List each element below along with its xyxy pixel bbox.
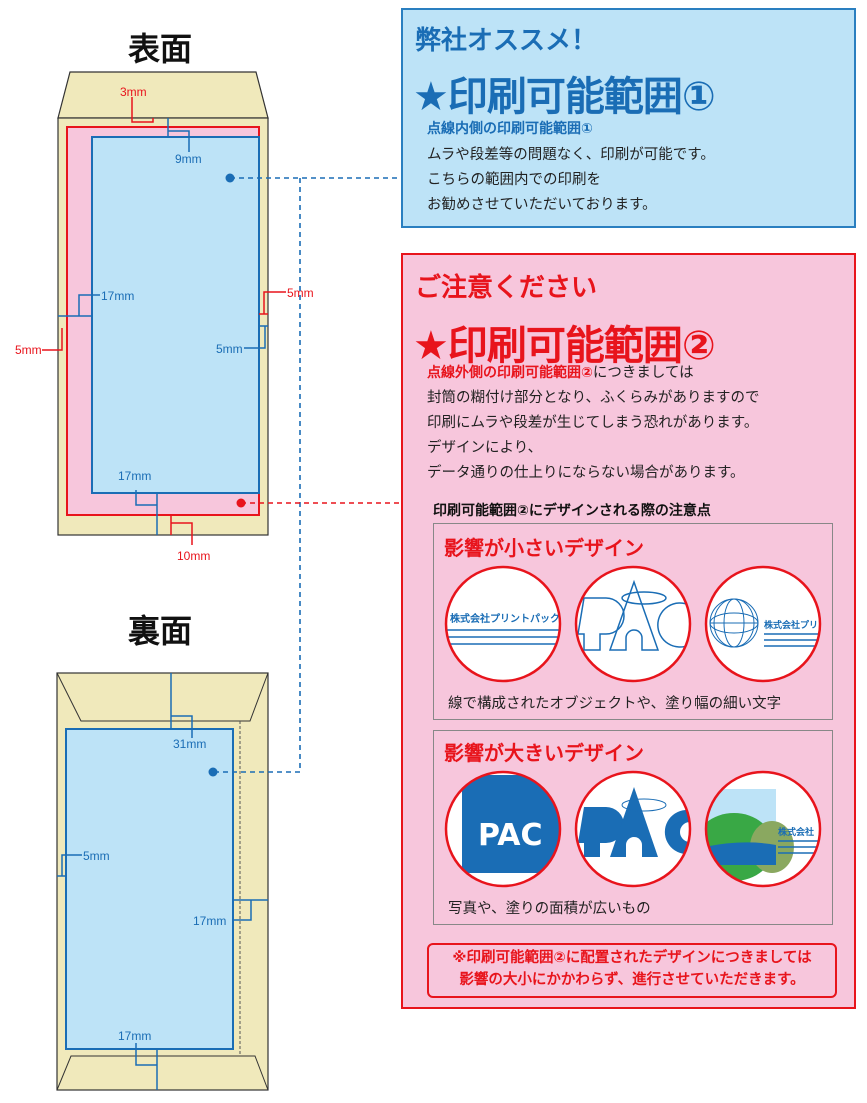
dim-back-left-blue: 5mm (83, 849, 110, 863)
caution-subtitle-red: 点線外側の印刷可能範囲② (427, 365, 593, 381)
small-impact-box: 影響が小さいデザイン 株式会社プリントパック (433, 523, 833, 720)
dim-front-left-blue: 17mm (101, 289, 134, 303)
caution-line: 封筒の糊付け部分となり、ふくらみがありますので (427, 390, 760, 406)
back-bottom-flap (56, 1055, 269, 1091)
svg-text:株式会社プリントパック: 株式会社プリントパック (450, 612, 560, 625)
front-flap (57, 71, 269, 119)
front-envelope: 3mm 9mm 17mm 5mm 5mm 5mm 17mm 10mm (15, 71, 314, 563)
sample-filled-box-logo: PAC (444, 770, 562, 888)
sample-outline-logo (574, 565, 692, 683)
dim-front-left-red: 5mm (15, 343, 42, 357)
dim-front-right-red: 5mm (287, 286, 314, 300)
recommend-panel: 弊社オススメ！ ★印刷可能範囲① 点線内側の印刷可能範囲① ムラや段差等の問題な… (401, 8, 856, 228)
front-print-area-1 (91, 136, 260, 494)
back-title: 裏面 (128, 612, 193, 650)
front-title: 表面 (128, 30, 193, 68)
sample-photo: 株式会社 (704, 770, 822, 888)
caution-title: ★印刷可能範囲② (413, 323, 716, 369)
dim-back-right-blue: 17mm (193, 914, 226, 928)
svg-text:株式会社: 株式会社 (778, 826, 814, 838)
caution-subtitle-rest: につきましては (592, 365, 694, 381)
design-heading: 印刷可能範囲②にデザインされる際の注意点 (433, 503, 711, 519)
caution-subtitle: 点線外側の印刷可能範囲②につきましては (427, 361, 694, 382)
dim-front-top-red: 3mm (120, 85, 147, 99)
recommend-line: お勧めさせていただいております。 (427, 197, 657, 213)
leader-lines (208, 173, 415, 777)
dim-front-bottom-red: 10mm (177, 549, 210, 563)
caution-line: データ通りの仕上りにならない場合があります。 (427, 465, 745, 481)
back-print-area-1 (65, 728, 234, 1050)
large-impact-box: 影響が大きいデザイン PAC (433, 730, 833, 925)
recommend-kicker: 弊社オススメ！ (415, 26, 598, 56)
back-area-1-marker (208, 767, 218, 777)
dim-front-bottom-blue: 17mm (118, 469, 151, 483)
small-impact-caption: 線で構成されたオブジェクトや、塗り幅の細い文字 (448, 696, 782, 712)
dim-back-top-blue: 31mm (173, 737, 206, 751)
dim-front-right-blue: 5mm (216, 342, 243, 356)
small-impact-title: 影響が小さいデザイン (444, 536, 644, 560)
recommend-title: ★印刷可能範囲① (413, 74, 716, 120)
dim-front-top-blue: 9mm (175, 152, 202, 166)
sample-filled-logo (574, 770, 692, 888)
front-area-2-marker (236, 498, 246, 508)
large-impact-samples: PAC 株式会社 (444, 770, 822, 888)
small-impact-samples: 株式会社プリントパック 株 (444, 565, 822, 683)
large-impact-caption: 写真や、塗りの面積が広いもの (448, 901, 651, 917)
dim-back-bottom-blue: 17mm (118, 1029, 151, 1043)
note-line: ※印刷可能範囲②に配置されたデザインにつきましては (452, 950, 812, 966)
large-impact-title: 影響が大きいデザイン (444, 741, 644, 765)
svg-text:PAC: PAC (478, 818, 542, 853)
caution-kicker: ご注意ください (415, 273, 598, 303)
back-envelope: 31mm 5mm 17mm 17mm (56, 672, 269, 1091)
svg-text:株式会社プリ: 株式会社プリ (764, 619, 818, 631)
progress-note: ※印刷可能範囲②に配置されたデザインにつきましては 影響の大小にかかわらず、進行… (427, 943, 837, 998)
sample-thin-text: 株式会社プリントパック (444, 565, 562, 683)
front-area-1-marker (225, 173, 235, 183)
note-line: 影響の大小にかかわらず、進行させていただきます。 (459, 972, 805, 988)
caution-line: 印刷にムラや段差が生じてしまう恐れがあります。 (427, 415, 759, 431)
recommend-line: ムラや段差等の問題なく、印刷が可能です。 (427, 147, 715, 163)
caution-line: デザインにより、 (427, 440, 543, 456)
recommend-subtitle: 点線内側の印刷可能範囲① (427, 121, 593, 137)
recommend-line: こちらの範囲内での印刷を (427, 172, 601, 188)
sample-globe: 株式会社プリ (704, 565, 822, 683)
back-top-flap (56, 672, 269, 722)
